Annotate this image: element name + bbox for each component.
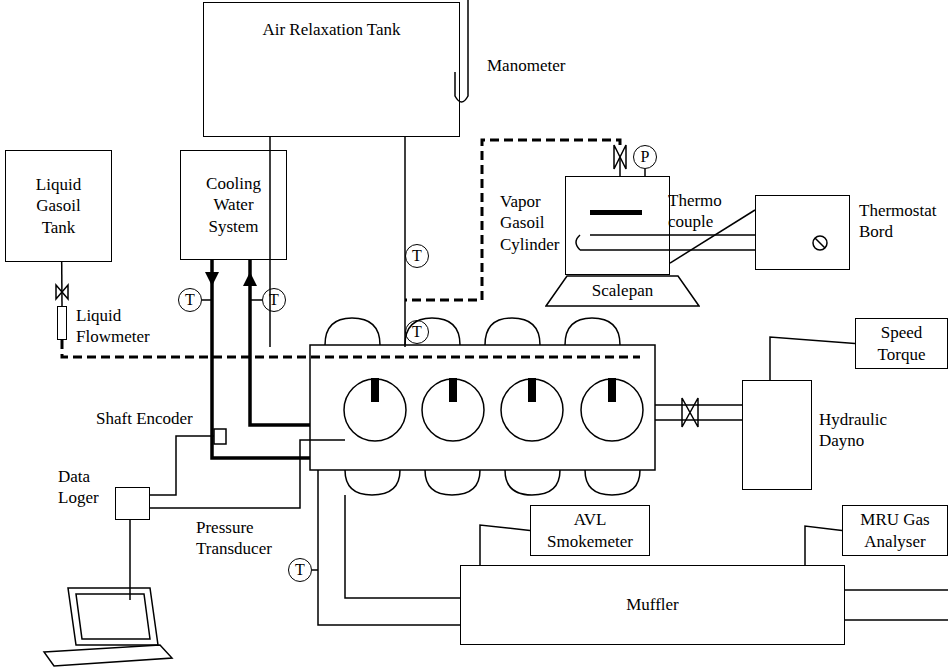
node-label: MRU Gas Analyser	[853, 509, 937, 552]
node-label: Scalepan	[592, 280, 653, 301]
node-label: AVL Smokemeter	[531, 509, 649, 552]
cylinder	[422, 379, 484, 441]
connector-line	[770, 337, 855, 380]
laptop-screen	[68, 588, 158, 645]
cylinder	[501, 379, 563, 441]
cylinder	[344, 379, 406, 441]
scale-pan: Scalepan	[545, 275, 700, 307]
temperature-sensor: T	[405, 244, 429, 268]
part-label: Manometer	[487, 55, 565, 76]
exhaust-pipe	[318, 470, 460, 625]
cylinder	[581, 379, 643, 441]
temperature-sensor: T	[178, 288, 202, 312]
engine-block	[310, 345, 655, 470]
cylinder-box: Vapor Gasoil Cylinder	[565, 176, 670, 275]
node-label: Cooling Water System	[198, 173, 270, 237]
intake-duct	[404, 137, 406, 347]
part-label: Pressure Transducer	[196, 517, 288, 560]
shaft-encoder	[214, 429, 226, 444]
cooling-pipe	[250, 260, 310, 425]
encoder-wire	[150, 436, 214, 495]
flowmeter: Liquid Flowmeter	[57, 306, 67, 340]
transducer-wire	[150, 440, 345, 508]
node-label: Air Relaxation Tank	[262, 19, 400, 40]
node-label: Muffler	[626, 594, 679, 615]
system-box: Cooling Water System	[180, 150, 287, 260]
connector-line	[644, 169, 646, 176]
temperature-sensor: T	[405, 320, 429, 344]
thermostat-valve	[813, 236, 827, 250]
node-label: T	[185, 292, 195, 308]
node-label: Speed Torque	[871, 322, 933, 365]
node-label: T	[269, 292, 279, 308]
outside-label: Hydraulic Dayno	[819, 409, 903, 452]
dynamometer: Hydraulic Dayno	[742, 380, 812, 490]
injector	[371, 378, 379, 402]
muffler-box: Muffler	[460, 565, 845, 645]
data-logger: Data Loger	[115, 487, 150, 520]
node-label: T	[412, 248, 422, 264]
intake-runners	[325, 318, 620, 345]
laptop-base	[44, 645, 172, 666]
connector-line	[805, 526, 842, 565]
tail-pipe	[845, 590, 948, 620]
heater-tube	[576, 235, 755, 250]
node-label: T	[295, 562, 305, 578]
analyser-box: AVL Smokemeter	[530, 505, 650, 556]
part-label: Shaft Encoder	[96, 408, 193, 429]
tank-box: Air Relaxation Tank	[203, 2, 460, 137]
analyser-box: MRU Gas Analyser	[842, 505, 948, 556]
vapor-line	[619, 157, 621, 176]
outside-label: Vapor Gasoil Cylinder	[500, 191, 562, 255]
outside-label: Liquid Flowmeter	[76, 305, 161, 348]
manometer-tube	[455, 0, 468, 102]
thermostat-box: Thermostat Bord	[755, 195, 850, 270]
part-label: Thermo couple	[668, 190, 730, 233]
thermocouple-probe	[590, 210, 642, 215]
intake-duct	[269, 137, 271, 347]
valve-symbol	[614, 145, 626, 169]
meter-box: Speed Torque	[855, 318, 948, 369]
injector	[608, 378, 616, 402]
injector	[449, 378, 457, 402]
pressure-gauge: P	[633, 145, 657, 169]
thermostat-valve	[815, 238, 825, 248]
outside-label: Data Loger	[58, 466, 114, 509]
node-label: T	[412, 324, 422, 340]
temperature-sensor: T	[288, 558, 312, 582]
connector-line	[61, 262, 63, 306]
injector	[528, 378, 536, 402]
laptop-screen	[76, 594, 150, 639]
node-label: Liquid Gasoil Tank	[28, 174, 90, 238]
sensor-stub	[312, 569, 318, 571]
outside-label: Thermostat Bord	[859, 200, 950, 243]
exhaust-pipe	[345, 495, 460, 598]
shaft-coupling	[682, 398, 698, 427]
cooling-pipe	[212, 260, 310, 458]
temperature-sensor: T	[262, 288, 286, 312]
exhaust-runners	[345, 470, 640, 495]
node-label: P	[641, 149, 650, 165]
connector-line	[480, 525, 530, 565]
tank-box: Liquid Gasoil Tank	[5, 150, 112, 262]
